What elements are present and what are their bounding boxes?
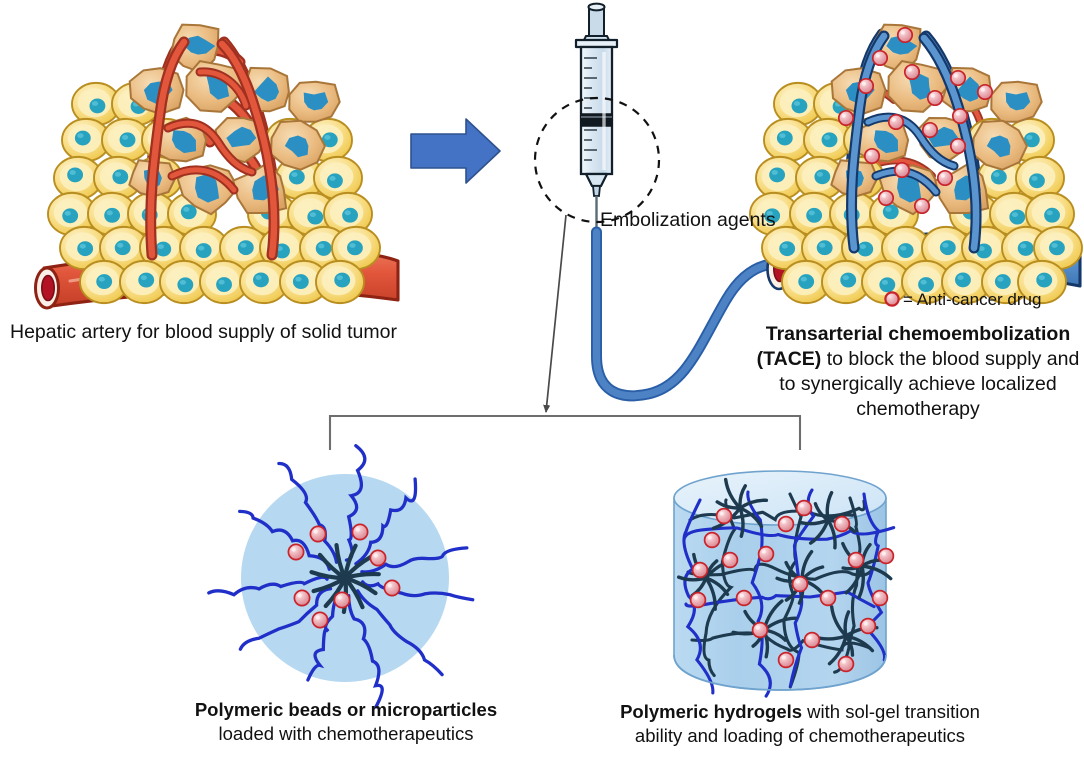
right-arrow-icon xyxy=(410,118,501,184)
normal-cells-left xyxy=(47,81,381,305)
tumor-vasculature-red-front xyxy=(145,36,280,261)
polymeric-bead-microparticle xyxy=(207,444,475,709)
caption-tace-bold: Transarterial chemoembolization (TACE) xyxy=(756,323,1071,370)
caption-tace: Transarterial chemoembolization (TACE) t… xyxy=(752,322,1084,422)
panel-right-embolized-tumor xyxy=(749,23,1083,305)
caption-embolization-agents: Embolization agents xyxy=(600,209,776,231)
caption-gel-rest: with sol-gel transition ability and load… xyxy=(634,701,980,746)
bracket-connector-icon xyxy=(328,414,802,450)
magnify-dashed-circle-icon xyxy=(533,96,661,224)
caption-beads-rest: loaded with chemotherapeutics xyxy=(218,722,474,744)
caption-polymeric-hydrogels: Polymeric hydrogels with sol-gel transit… xyxy=(600,700,1000,747)
caption-tace-rest: to block the blood supply and to synergi… xyxy=(779,347,1080,420)
anti-cancer-drug-particles-right xyxy=(837,26,994,215)
polymeric-hydrogel-cylinder xyxy=(673,470,896,698)
syringe-icon xyxy=(574,2,619,236)
caption-hepatic-artery: Hepatic artery for blood supply of solid… xyxy=(10,321,397,343)
caption-beads-bold: Polymeric beads or microparticles xyxy=(194,699,498,720)
panel-left-solid-tumor xyxy=(34,23,400,310)
legend-anti-cancer-drug: = Anti-cancer drug xyxy=(903,290,1042,309)
callout-arrow-icon xyxy=(543,214,567,413)
caption-gel-bold: Polymeric hydrogels xyxy=(620,701,803,722)
catheter-tube-icon xyxy=(591,226,778,402)
anti-cancer-drug-particle-icon xyxy=(884,291,900,307)
